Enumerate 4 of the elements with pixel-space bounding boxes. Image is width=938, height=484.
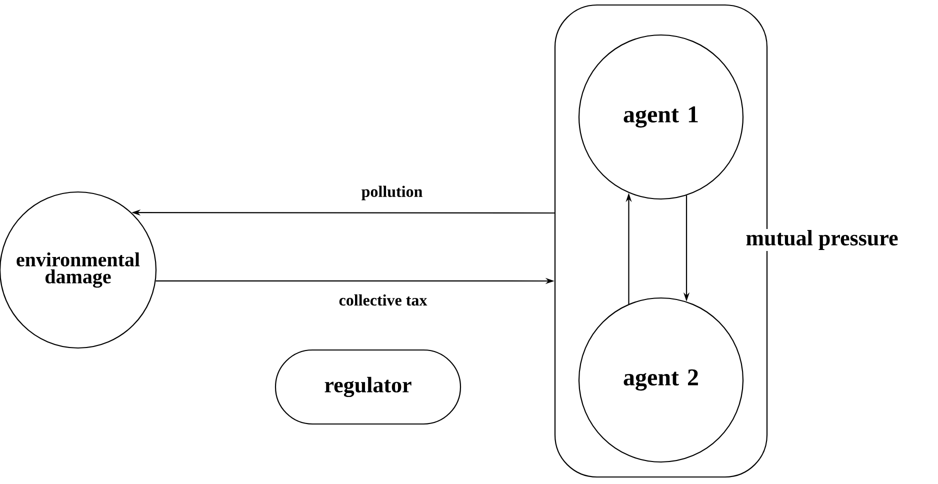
edge-label: pollution [362,186,422,200]
regulator-box: regulator [274,349,462,425]
edge-label: collective tax [339,294,428,306]
annotation-label: mutual pressure [744,229,900,251]
